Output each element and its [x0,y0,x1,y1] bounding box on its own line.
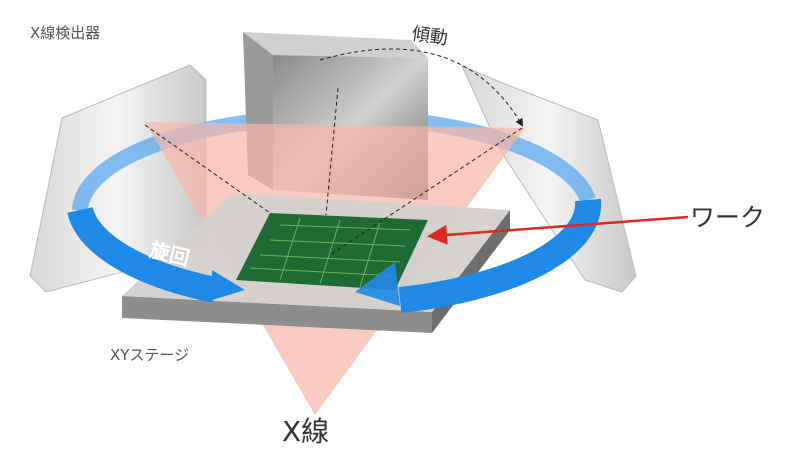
pcb-work [236,213,428,290]
detector-label: X線検出器 [30,24,101,42]
center-axis-line [325,87,339,216]
tilt-axis-line [329,127,523,256]
center-detector-top [243,32,428,58]
rotation-ring-front [67,206,218,303]
xray-label: X線 [282,415,330,448]
rotation-arrowhead-right [355,262,400,306]
xy-stage-side [122,296,432,333]
work-pointer-arrow [427,215,689,245]
tilt-label: 傾動 [410,23,450,50]
left-axis-line [144,124,271,214]
right-detector-panel [461,65,637,293]
tilt-arc [319,48,524,127]
xy-stage-label: XYステージ [110,346,190,364]
rotation-ring-front-right [398,198,602,313]
rotation-arrowhead-left [212,270,245,300]
pcb-traces [249,217,411,288]
work-label: ワーク [690,203,766,232]
